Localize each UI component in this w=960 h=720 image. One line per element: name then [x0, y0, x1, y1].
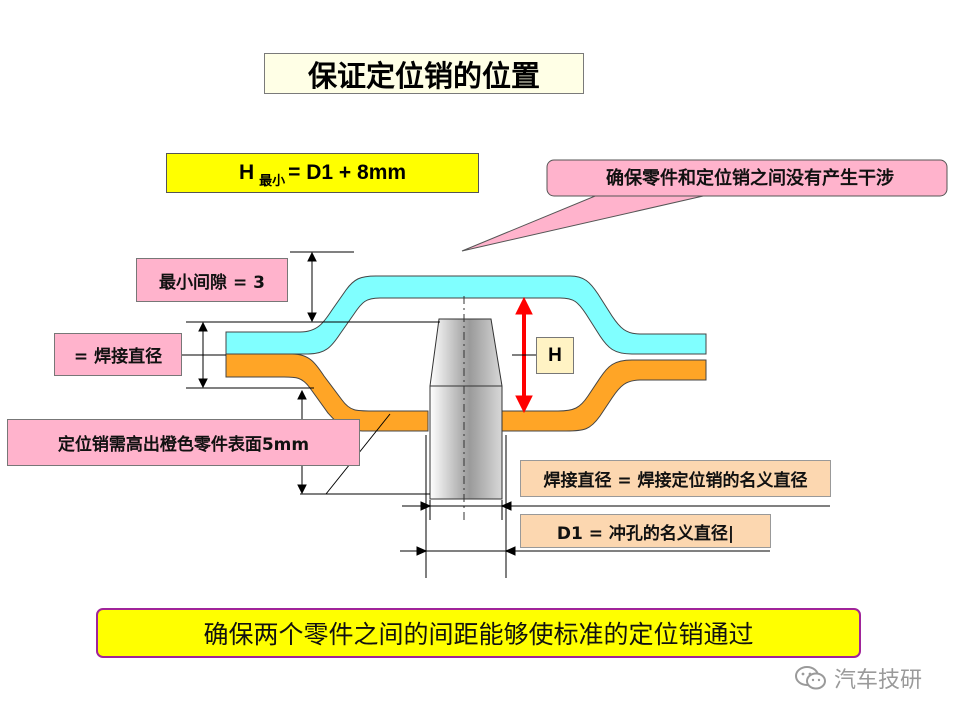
callout-bubble — [546, 159, 948, 197]
d1-label: D1 = 冲孔的名义直径| — [520, 514, 771, 548]
formula-box: H 最小 = D1 + 8mm — [166, 153, 479, 193]
page-title: 保证定位销的位置 — [264, 53, 584, 94]
upper-part — [225, 275, 707, 355]
weld-equal-dimension — [186, 321, 440, 389]
weld-equal-label: = 焊接直径 — [54, 333, 182, 376]
pin-height-dimension — [290, 387, 430, 495]
locating-pin — [429, 318, 503, 500]
formula-h: H — [238, 161, 255, 184]
h-label: H — [536, 337, 574, 374]
weld-diameter-label: 焊接直径 = 焊接定位销的名义直径 — [520, 460, 831, 497]
d1-dimension — [400, 435, 770, 578]
formula-subscript: 最小 — [259, 172, 286, 188]
formula-rhs: = D1 + 8mm — [288, 161, 407, 184]
interference-callout: 确保零件和定位销之间没有产生干涉 — [606, 168, 894, 189]
watermark: 汽车技研 — [794, 664, 923, 693]
wechat-icon — [795, 666, 826, 690]
lower-part — [225, 353, 707, 432]
watermark-text: 汽车技研 — [834, 668, 923, 693]
callout-pointer — [461, 193, 713, 252]
min-gap-label: 最小间隙 = 3 — [136, 258, 288, 302]
bottom-banner: 确保两个零件之间的间距能够使标准的定位销通过 — [96, 608, 861, 658]
pin-height-label: 定位销需高出橙色零件表面5mm — [7, 419, 360, 466]
